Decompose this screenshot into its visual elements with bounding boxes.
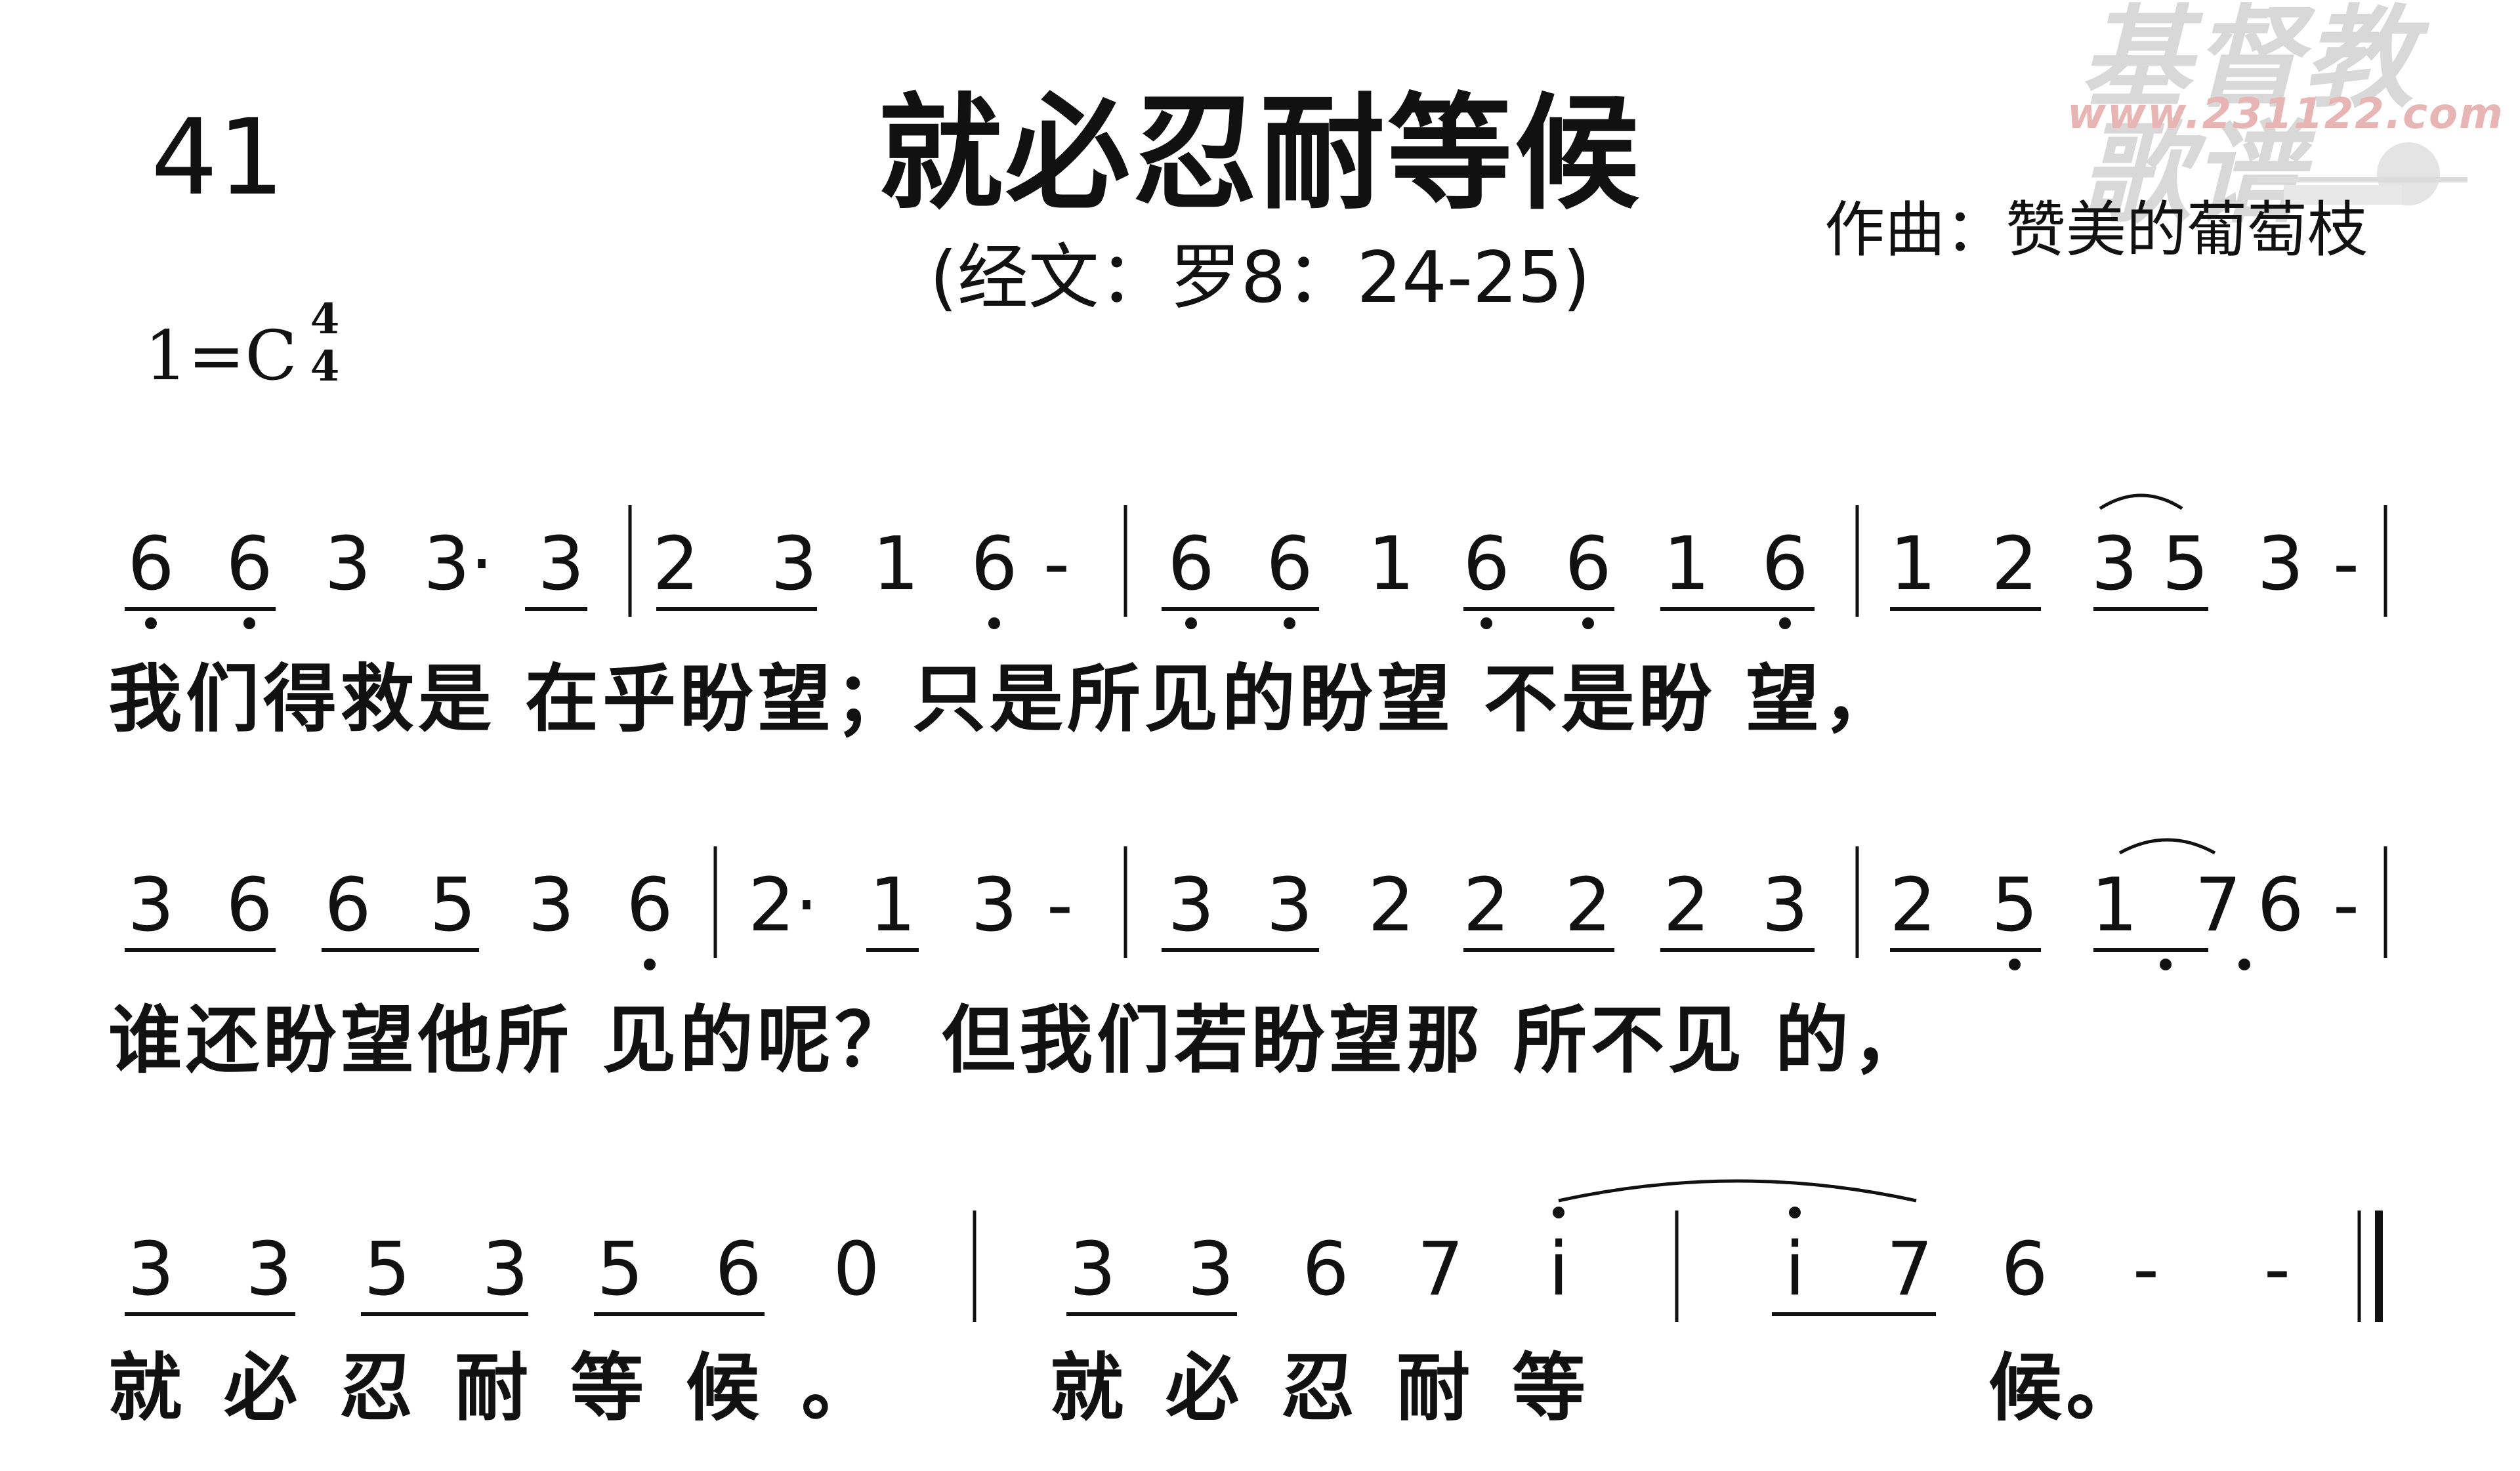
jianpu-note: -: [1046, 863, 1074, 948]
jianpu-note: 3: [1761, 863, 1809, 948]
watermark-text: 基督教歌谱: [2080, 0, 2415, 239]
low-octave-dot: [2160, 959, 2172, 970]
jianpu-note: 3: [2257, 522, 2304, 607]
jianpu-note: 6: [1167, 522, 1215, 607]
jianpu-note: -: [2263, 1227, 2291, 1312]
lyric-line: 候。: [1988, 1346, 2143, 1431]
tie-slur: [1558, 1179, 1917, 1203]
song-number: 41: [151, 96, 285, 218]
jianpu-note: 6: [1302, 1227, 1349, 1312]
time-signature-top: 4: [310, 295, 340, 344]
jianpu-note: 3: [770, 522, 818, 607]
jianpu-note: 3: [482, 1227, 529, 1312]
jianpu-note: 3: [127, 1227, 175, 1312]
high-octave-dot: [1789, 1207, 1801, 1218]
jianpu-note: 3: [324, 522, 371, 607]
jianpu-note: 7: [1417, 1227, 1464, 1312]
jianpu-note: 2: [1889, 863, 1937, 948]
jianpu-note: 6: [127, 522, 175, 607]
low-octave-dot: [2238, 959, 2250, 970]
kuan-logo-icon: [2258, 142, 2468, 205]
jianpu-note: 1: [869, 863, 916, 948]
jianpu-note: 5: [597, 1227, 644, 1312]
jianpu-note: i: [1784, 1227, 1805, 1312]
tie-slur: [2118, 838, 2216, 855]
jianpu-note: 1: [2091, 863, 2138, 948]
jianpu-note: 3: [1167, 863, 1215, 948]
tie-slur: [2099, 493, 2183, 510]
low-octave-dot: [1185, 617, 1197, 629]
jianpu-note: 3: [1069, 1227, 1116, 1312]
low-octave-dot: [1480, 617, 1492, 629]
jianpu-note: -: [2132, 1227, 2160, 1312]
jianpu-note: 2: [1991, 522, 2038, 607]
jianpu-note: 6: [1266, 522, 1313, 607]
jianpu-note: 6: [324, 863, 371, 948]
jianpu-note: 5: [429, 863, 476, 948]
low-octave-dot: [1284, 617, 1295, 629]
jianpu-note: 1: [1663, 522, 1710, 607]
low-octave-dot: [988, 617, 1000, 629]
lyric-line: 就必忍耐等候。: [108, 1346, 917, 1431]
jianpu-note: 6: [971, 522, 1018, 607]
composer-credit: 作曲：赞美的葡萄枝: [1824, 195, 2368, 265]
jianpu-note: 6: [2257, 863, 2304, 948]
lyric-line: 我们得救是 在乎盼望；只是所见的盼望 不是盼 望，: [108, 657, 1900, 742]
jianpu-note: 3: [971, 863, 1018, 948]
lyric-line: 就必忍耐等: [1050, 1346, 1628, 1431]
jianpu-note: 6: [715, 1227, 762, 1312]
watermark-url: www.231122.com: [2067, 90, 2504, 138]
jianpu-note: 1: [1889, 522, 1937, 607]
jianpu-note: 3: [245, 1227, 293, 1312]
jianpu-note: 6: [1463, 522, 1510, 607]
jianpu-note: 0: [833, 1227, 880, 1312]
time-signature: 4 4: [305, 299, 345, 393]
jianpu-note: 5: [2162, 522, 2209, 607]
jianpu-note: 3: [537, 522, 585, 607]
low-octave-dot: [145, 617, 157, 629]
low-octave-dot: [2009, 959, 2021, 970]
jianpu-note: -: [1043, 522, 1070, 607]
jianpu-note: 3: [528, 863, 575, 948]
low-octave-dot: [644, 959, 656, 970]
jianpu-note: 3·: [423, 522, 494, 607]
jianpu-note: 3: [2091, 522, 2138, 607]
time-signature-bottom: 4: [310, 342, 340, 391]
jianpu-note: 2: [1463, 863, 1510, 948]
high-octave-dot: [1553, 1207, 1564, 1218]
jianpu-note: 7: [2194, 863, 2242, 948]
jianpu-note: 1: [872, 522, 919, 607]
jianpu-note: i: [1548, 1227, 1569, 1312]
jianpu-note: -: [2332, 863, 2360, 948]
jianpu-note: 3: [1187, 1227, 1234, 1312]
jianpu-note: 2: [1663, 863, 1710, 948]
scripture-reference: (经文：罗8：24-25): [929, 237, 1591, 319]
song-title: 就必忍耐等候: [877, 81, 1642, 226]
jianpu-note: 5: [1991, 863, 2038, 948]
jianpu-note: 2·: [748, 863, 818, 948]
low-octave-dot: [1582, 617, 1594, 629]
jianpu-note: 6: [226, 863, 273, 948]
jianpu-note: 6: [1761, 522, 1809, 607]
jianpu-note: -: [2332, 522, 2360, 607]
jianpu-note: 6: [226, 522, 273, 607]
jianpu-note: 6: [2001, 1227, 2048, 1312]
jianpu-note: 6: [1564, 522, 1612, 607]
jianpu-note: 6: [626, 863, 673, 948]
jianpu-note: 7: [1886, 1227, 1933, 1312]
jianpu-note: 2: [1368, 863, 1415, 948]
jianpu-note: 2: [1564, 863, 1612, 948]
jianpu-note: 3: [1266, 863, 1313, 948]
jianpu-note: 1: [1368, 522, 1415, 607]
jianpu-note: 2: [652, 522, 700, 607]
jianpu-note: 3: [127, 863, 175, 948]
low-octave-dot: [243, 617, 255, 629]
key-signature: 1=C: [144, 316, 297, 396]
jianpu-note: 5: [364, 1227, 411, 1312]
low-octave-dot: [1779, 617, 1791, 629]
lyric-line: 谁还盼望他所 见的呢？ 但我们若盼望那 所不见 的，: [108, 998, 1930, 1083]
